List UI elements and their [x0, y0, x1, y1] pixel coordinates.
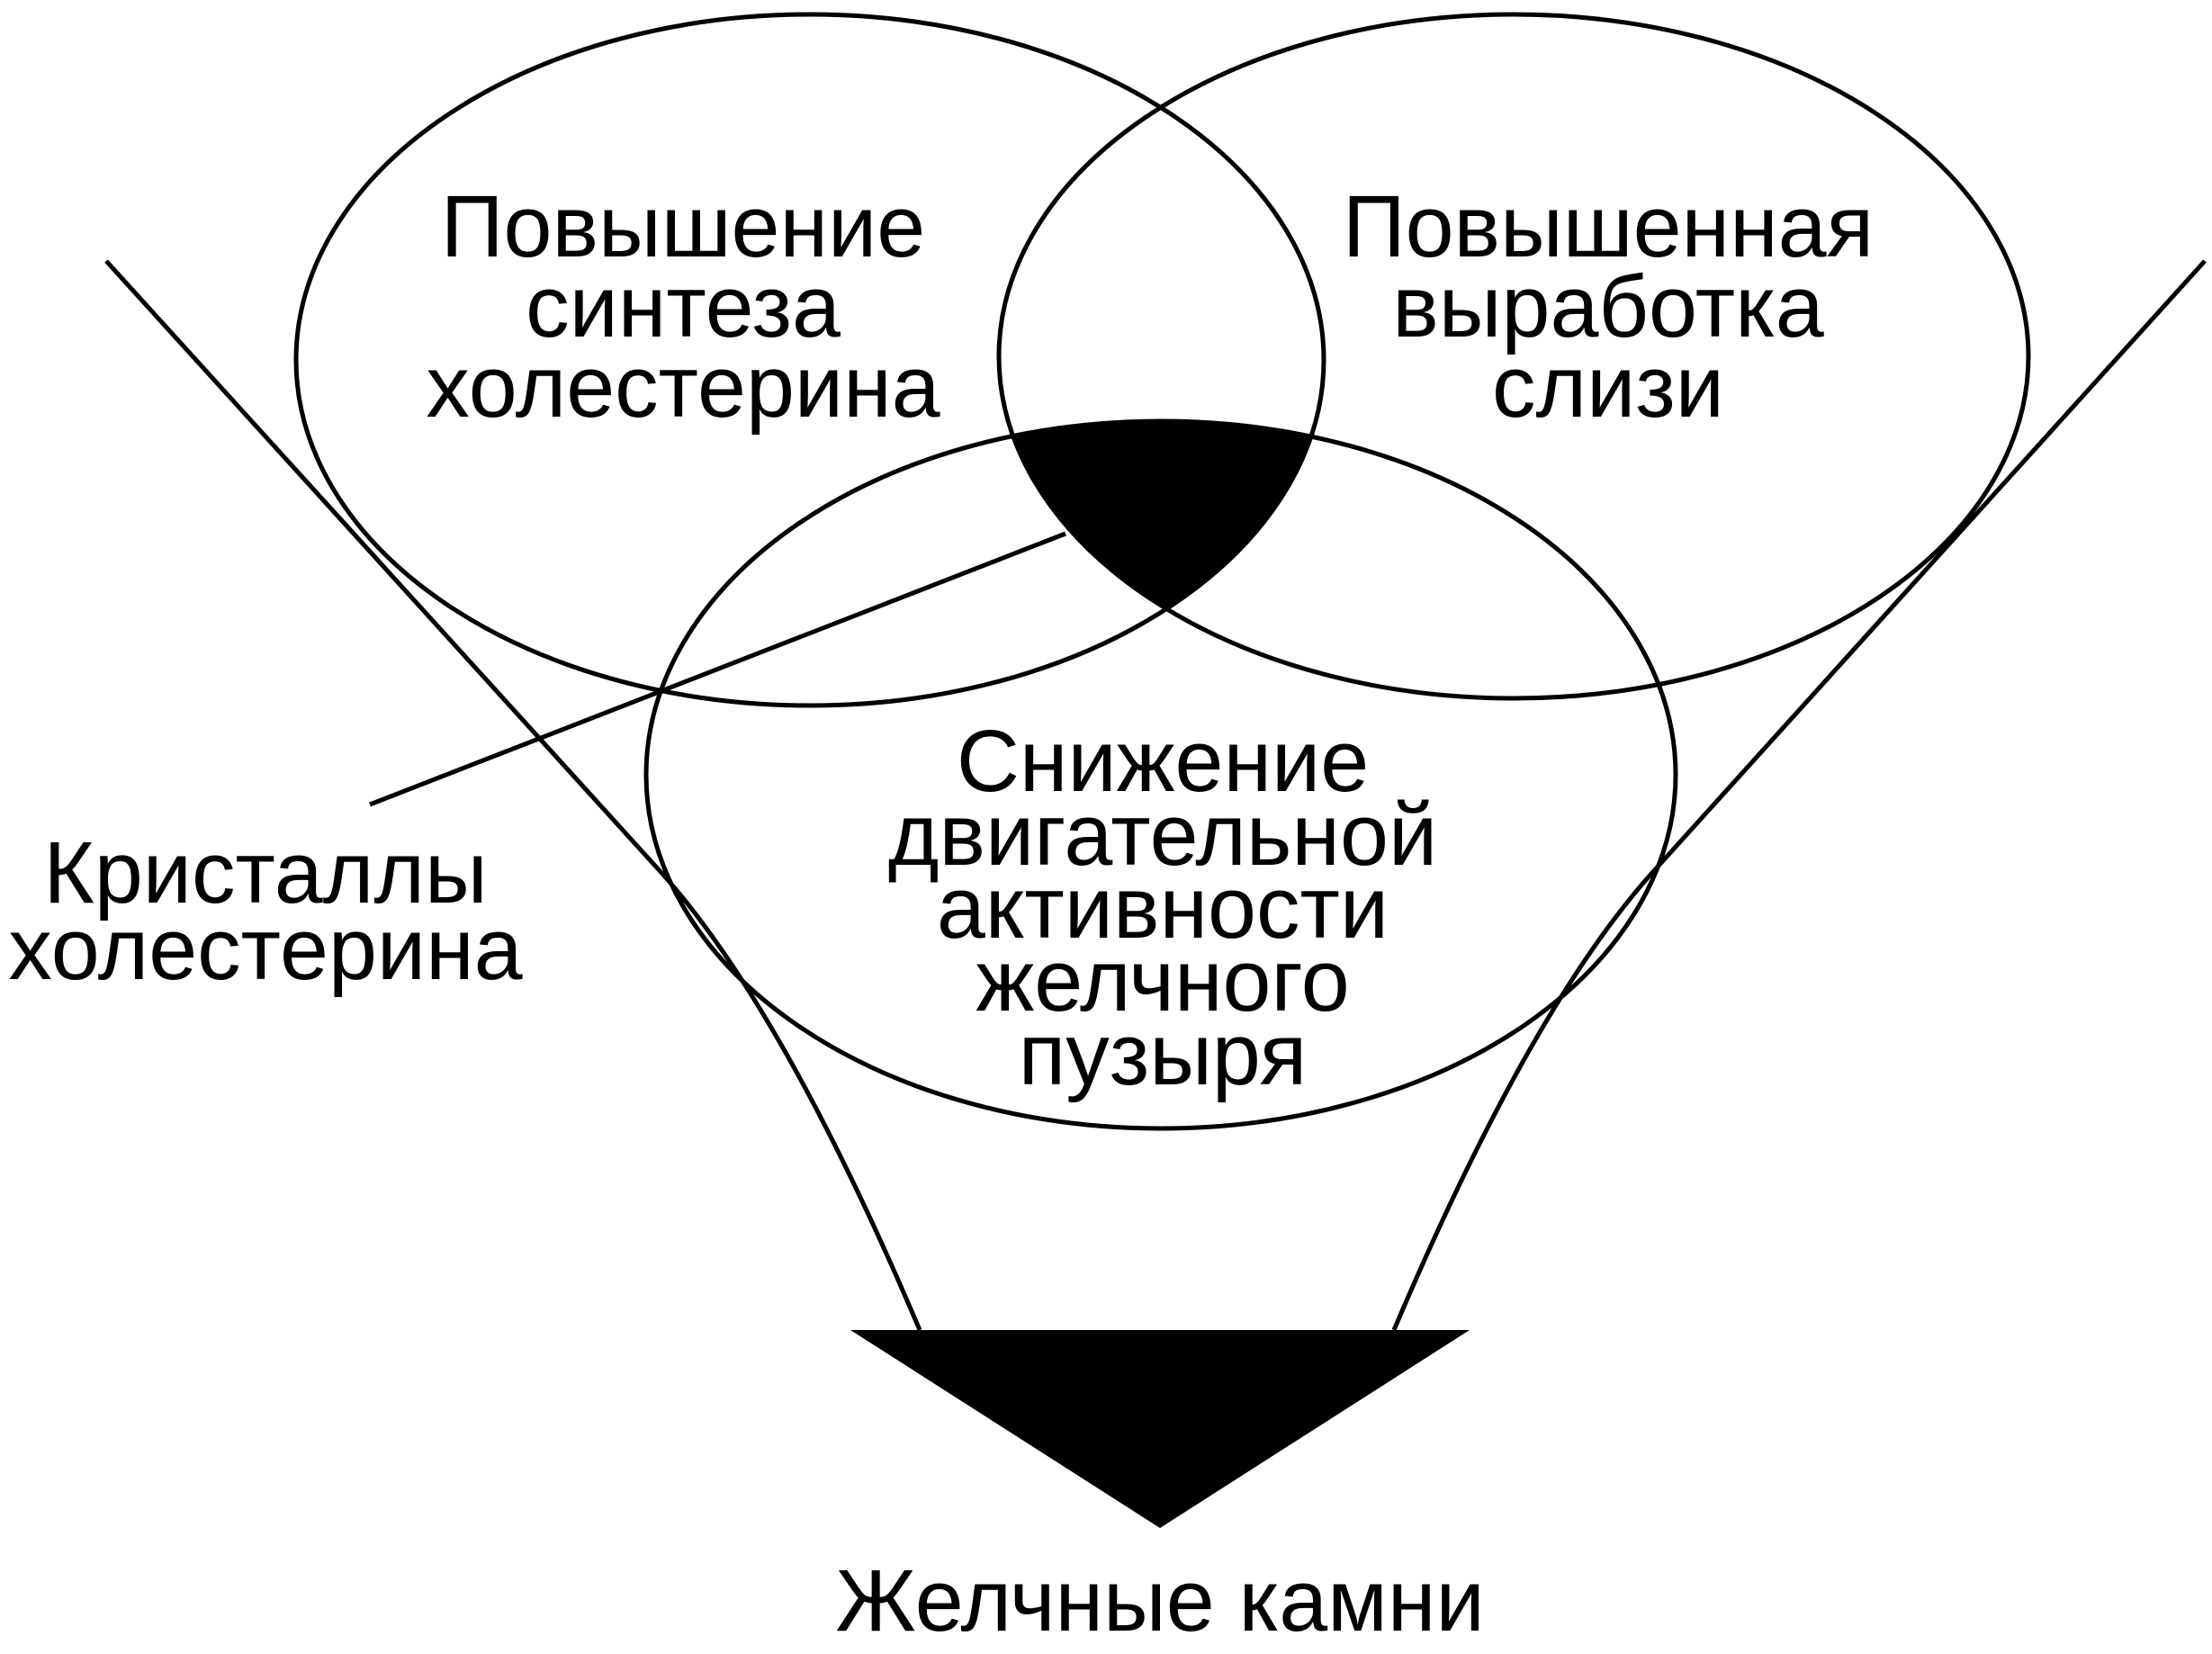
label-line: желчного	[976, 931, 1349, 1029]
label-line: холестерина	[426, 337, 940, 436]
circle-increased-mucus-production	[996, 12, 2031, 701]
label-line: Кристаллы	[43, 823, 487, 921]
label-line: слизи	[1492, 337, 1724, 436]
crystals-pointer-line	[369, 531, 1066, 807]
label-line: Повышенная	[1343, 177, 1874, 275]
label-line: пузыря	[1019, 1005, 1308, 1103]
label-gallstones: Желчные камни	[835, 1551, 1484, 1650]
funnel-left-line	[104, 259, 922, 1331]
label-increased-mucus-production: Повышенная выработка слизи	[1343, 177, 1874, 436]
label-line: синтеза	[526, 257, 841, 355]
label-line: Повышение	[441, 177, 925, 275]
funnel-right-line	[1391, 259, 2207, 1331]
gallstones-triangle	[850, 1330, 1470, 1528]
circle-increased-cholesterol-synthesis	[293, 12, 1326, 708]
label-line: холестерина	[8, 900, 522, 998]
label-line: активности	[937, 858, 1389, 957]
label-line: выработка	[1392, 257, 1824, 355]
label-increased-cholesterol-synthesis: Повышение синтеза холестерина	[426, 177, 940, 436]
circle-decreased-gallbladder-motility	[643, 418, 1678, 1131]
label-cholesterol-crystals: Кристаллы холестерина	[8, 823, 522, 998]
label-decreased-gallbladder-motility: Снижение двигательной активности желчног…	[888, 712, 1437, 1103]
label-line: Снижение	[957, 712, 1369, 810]
label-line: двигательной	[888, 786, 1437, 884]
